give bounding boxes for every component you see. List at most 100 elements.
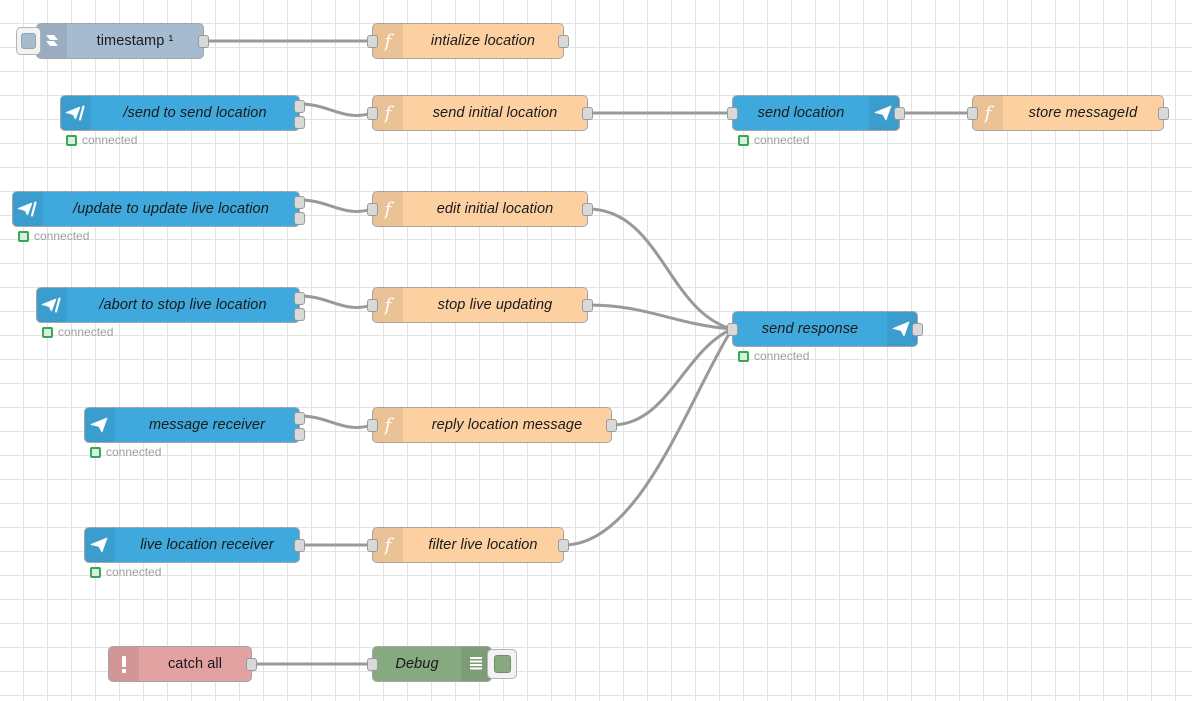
output-port-2[interactable] <box>294 308 305 321</box>
output-port[interactable] <box>246 658 257 671</box>
output-port-1[interactable] <box>294 100 305 113</box>
status-label: connected <box>106 565 162 579</box>
output-port-1[interactable] <box>294 292 305 305</box>
function-f-icon: f <box>973 96 1003 130</box>
debug-lines-icon <box>461 647 491 681</box>
output-port[interactable] <box>582 203 593 216</box>
node-label: intialize location <box>430 33 536 49</box>
input-port[interactable] <box>367 35 378 48</box>
input-port[interactable] <box>727 323 738 336</box>
output-port-1[interactable] <box>294 196 305 209</box>
output-port[interactable] <box>198 35 209 48</box>
input-port[interactable] <box>967 107 978 120</box>
node-stop-live-updating[interactable]: f stop live updating <box>367 287 593 323</box>
node-label: /update to update live location <box>73 201 269 217</box>
node-catch-all[interactable]: catch all <box>108 646 257 682</box>
function-f-icon: f <box>373 288 403 322</box>
svg-text:f: f <box>383 31 395 51</box>
node-update-command[interactable]: /update to update live location <box>12 191 305 227</box>
node-edit-initial-location[interactable]: f edit initial location <box>367 191 593 227</box>
status-ok-icon <box>90 566 101 578</box>
svg-text:f: f <box>383 535 395 555</box>
node-label: store messageId <box>1028 105 1138 121</box>
node-label: catch all <box>167 656 223 672</box>
node-send-command[interactable]: /send to send location <box>60 95 305 131</box>
output-port[interactable] <box>1158 107 1169 120</box>
svg-text:f: f <box>383 103 395 123</box>
node-store-messageid[interactable]: f store messageId <box>967 95 1169 131</box>
input-port[interactable] <box>727 107 738 120</box>
input-port[interactable] <box>367 419 378 432</box>
output-port[interactable] <box>912 323 923 336</box>
node-timestamp[interactable]: timestamp ¹ <box>16 23 209 59</box>
node-send-location[interactable]: send location <box>727 95 905 131</box>
status-ok-icon <box>42 326 53 338</box>
wire-send-command-to-send-initial-location <box>298 102 374 118</box>
svg-text:f: f <box>383 199 395 219</box>
input-port[interactable] <box>367 107 378 120</box>
output-port[interactable] <box>558 539 569 552</box>
node-filter-live-location[interactable]: f filter live location <box>367 527 569 563</box>
status-label: connected <box>106 445 162 459</box>
telegram-command-icon <box>13 192 43 226</box>
node-label: /abort to stop live location <box>99 297 267 313</box>
svg-text:f: f <box>383 415 395 435</box>
debug-toggle-button[interactable] <box>487 649 517 679</box>
output-port[interactable] <box>606 419 617 432</box>
status-send-location: connected <box>738 133 809 147</box>
node-label: Debug <box>395 656 439 672</box>
node-label: reply location message <box>431 417 583 433</box>
node-live-location-receiver[interactable]: live location receiver <box>84 527 305 563</box>
node-send-initial-location[interactable]: f send initial location <box>367 95 593 131</box>
status-ok-icon <box>66 134 77 146</box>
node-label: live location receiver <box>140 537 274 553</box>
input-port[interactable] <box>367 299 378 312</box>
input-port[interactable] <box>367 203 378 216</box>
node-abort-command[interactable]: /abort to stop live location <box>36 287 305 323</box>
status-ok-icon <box>18 230 29 242</box>
wire-update-command-to-edit-initial-location <box>298 198 374 214</box>
node-reply-location-message[interactable]: f reply location message <box>367 407 617 443</box>
input-port[interactable] <box>367 539 378 552</box>
output-port[interactable] <box>582 107 593 120</box>
status-abort-command: connected <box>42 325 113 339</box>
node-label: send response <box>761 321 859 337</box>
node-send-response[interactable]: send response <box>727 311 923 347</box>
telegram-receive-icon <box>85 528 115 562</box>
node-debug[interactable]: Debug <box>367 646 517 682</box>
node-label: /send to send location <box>123 105 267 121</box>
function-f-icon: f <box>373 24 403 58</box>
function-f-icon: f <box>373 96 403 130</box>
status-label: connected <box>34 229 90 243</box>
wire-abort-command-to-stop-live-updating <box>298 294 374 310</box>
status-label: connected <box>82 133 138 147</box>
status-send-command: connected <box>66 133 137 147</box>
node-message-receiver[interactable]: message receiver <box>84 407 305 443</box>
wire-message-receiver-to-reply-location-message <box>298 414 374 430</box>
svg-text:f: f <box>383 295 395 315</box>
output-port-2[interactable] <box>294 428 305 441</box>
node-intialize-location[interactable]: f intialize location <box>367 23 569 59</box>
output-port-2[interactable] <box>294 116 305 129</box>
input-port[interactable] <box>367 658 378 671</box>
output-port-2[interactable] <box>294 212 305 225</box>
status-message-receiver: connected <box>90 445 161 459</box>
status-send-response: connected <box>738 349 809 363</box>
output-port[interactable] <box>894 107 905 120</box>
function-f-icon: f <box>373 408 403 442</box>
output-port-1[interactable] <box>294 412 305 425</box>
inject-button-square-icon <box>21 33 36 49</box>
status-ok-icon <box>90 446 101 458</box>
status-update-command: connected <box>18 229 89 243</box>
node-label: message receiver <box>148 417 266 433</box>
output-port[interactable] <box>558 35 569 48</box>
output-port[interactable] <box>582 299 593 312</box>
telegram-receive-icon <box>85 408 115 442</box>
status-label: connected <box>754 349 810 363</box>
inject-button[interactable] <box>16 27 41 55</box>
node-label: send initial location <box>432 105 558 121</box>
wire-stop-live-updating-to-send-response <box>586 303 734 331</box>
status-live-location-receiver: connected <box>90 565 161 579</box>
output-port[interactable] <box>294 539 305 552</box>
